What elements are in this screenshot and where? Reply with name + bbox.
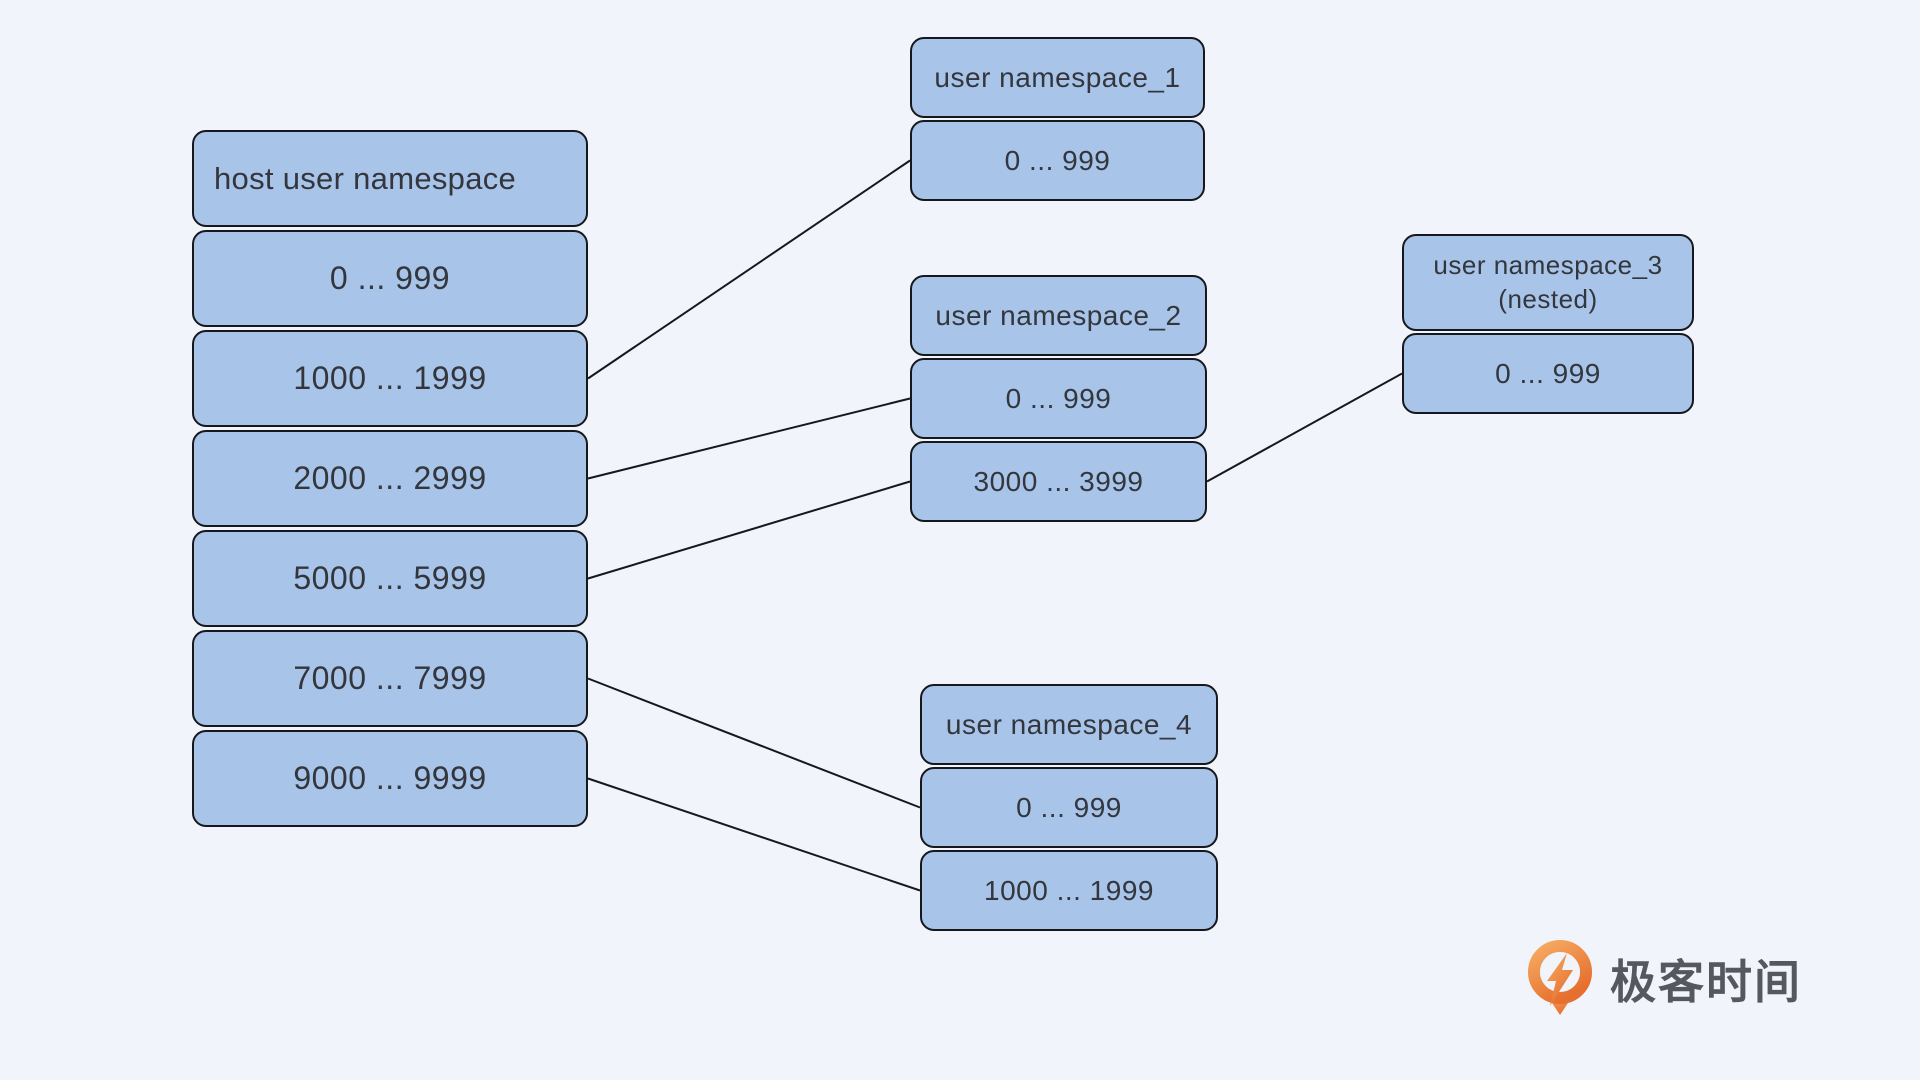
geektime-pin-icon (1528, 940, 1592, 1015)
mapping-edge (587, 480, 911, 580)
uid-range-box: 0 ... 999 (910, 358, 1207, 439)
uid-range-box: 0 ... 999 (920, 767, 1218, 848)
mapping-edge (1206, 372, 1403, 483)
uid-range-box: 1000 ... 1999 (920, 850, 1218, 931)
mapping-edge (587, 397, 911, 480)
uid-range-box: 0 ... 999 (910, 120, 1205, 201)
geektime-logo: 极客时间 (1524, 940, 1802, 1018)
namespace2-title: user namespace_2 (910, 275, 1207, 356)
namespace1-title: user namespace_1 (910, 37, 1205, 118)
host-namespace-title: host user namespace (192, 130, 588, 227)
uid-range-box: 9000 ... 9999 (192, 730, 588, 827)
namespace3-title-line1: user namespace_3 (1433, 249, 1663, 280)
namespace3-title-line2: (nested) (1498, 283, 1598, 314)
mapping-edge (587, 677, 921, 809)
uid-range-box: 3000 ... 3999 (910, 441, 1207, 522)
namespace4-title: user namespace_4 (920, 684, 1218, 765)
geektime-logo-text: 极客时间 (1610, 956, 1802, 1008)
uid-range-box: 0 ... 999 (192, 230, 588, 327)
mapping-edge (587, 159, 911, 380)
uid-range-box: 1000 ... 1999 (192, 330, 588, 427)
uid-range-box: 0 ... 999 (1402, 333, 1694, 414)
uid-range-box: 7000 ... 7999 (192, 630, 588, 727)
namespace3-title: user namespace_3 (nested) (1402, 234, 1694, 331)
uid-range-box: 5000 ... 5999 (192, 530, 588, 627)
uid-range-box: 2000 ... 2999 (192, 430, 588, 527)
mapping-edge (587, 777, 921, 892)
